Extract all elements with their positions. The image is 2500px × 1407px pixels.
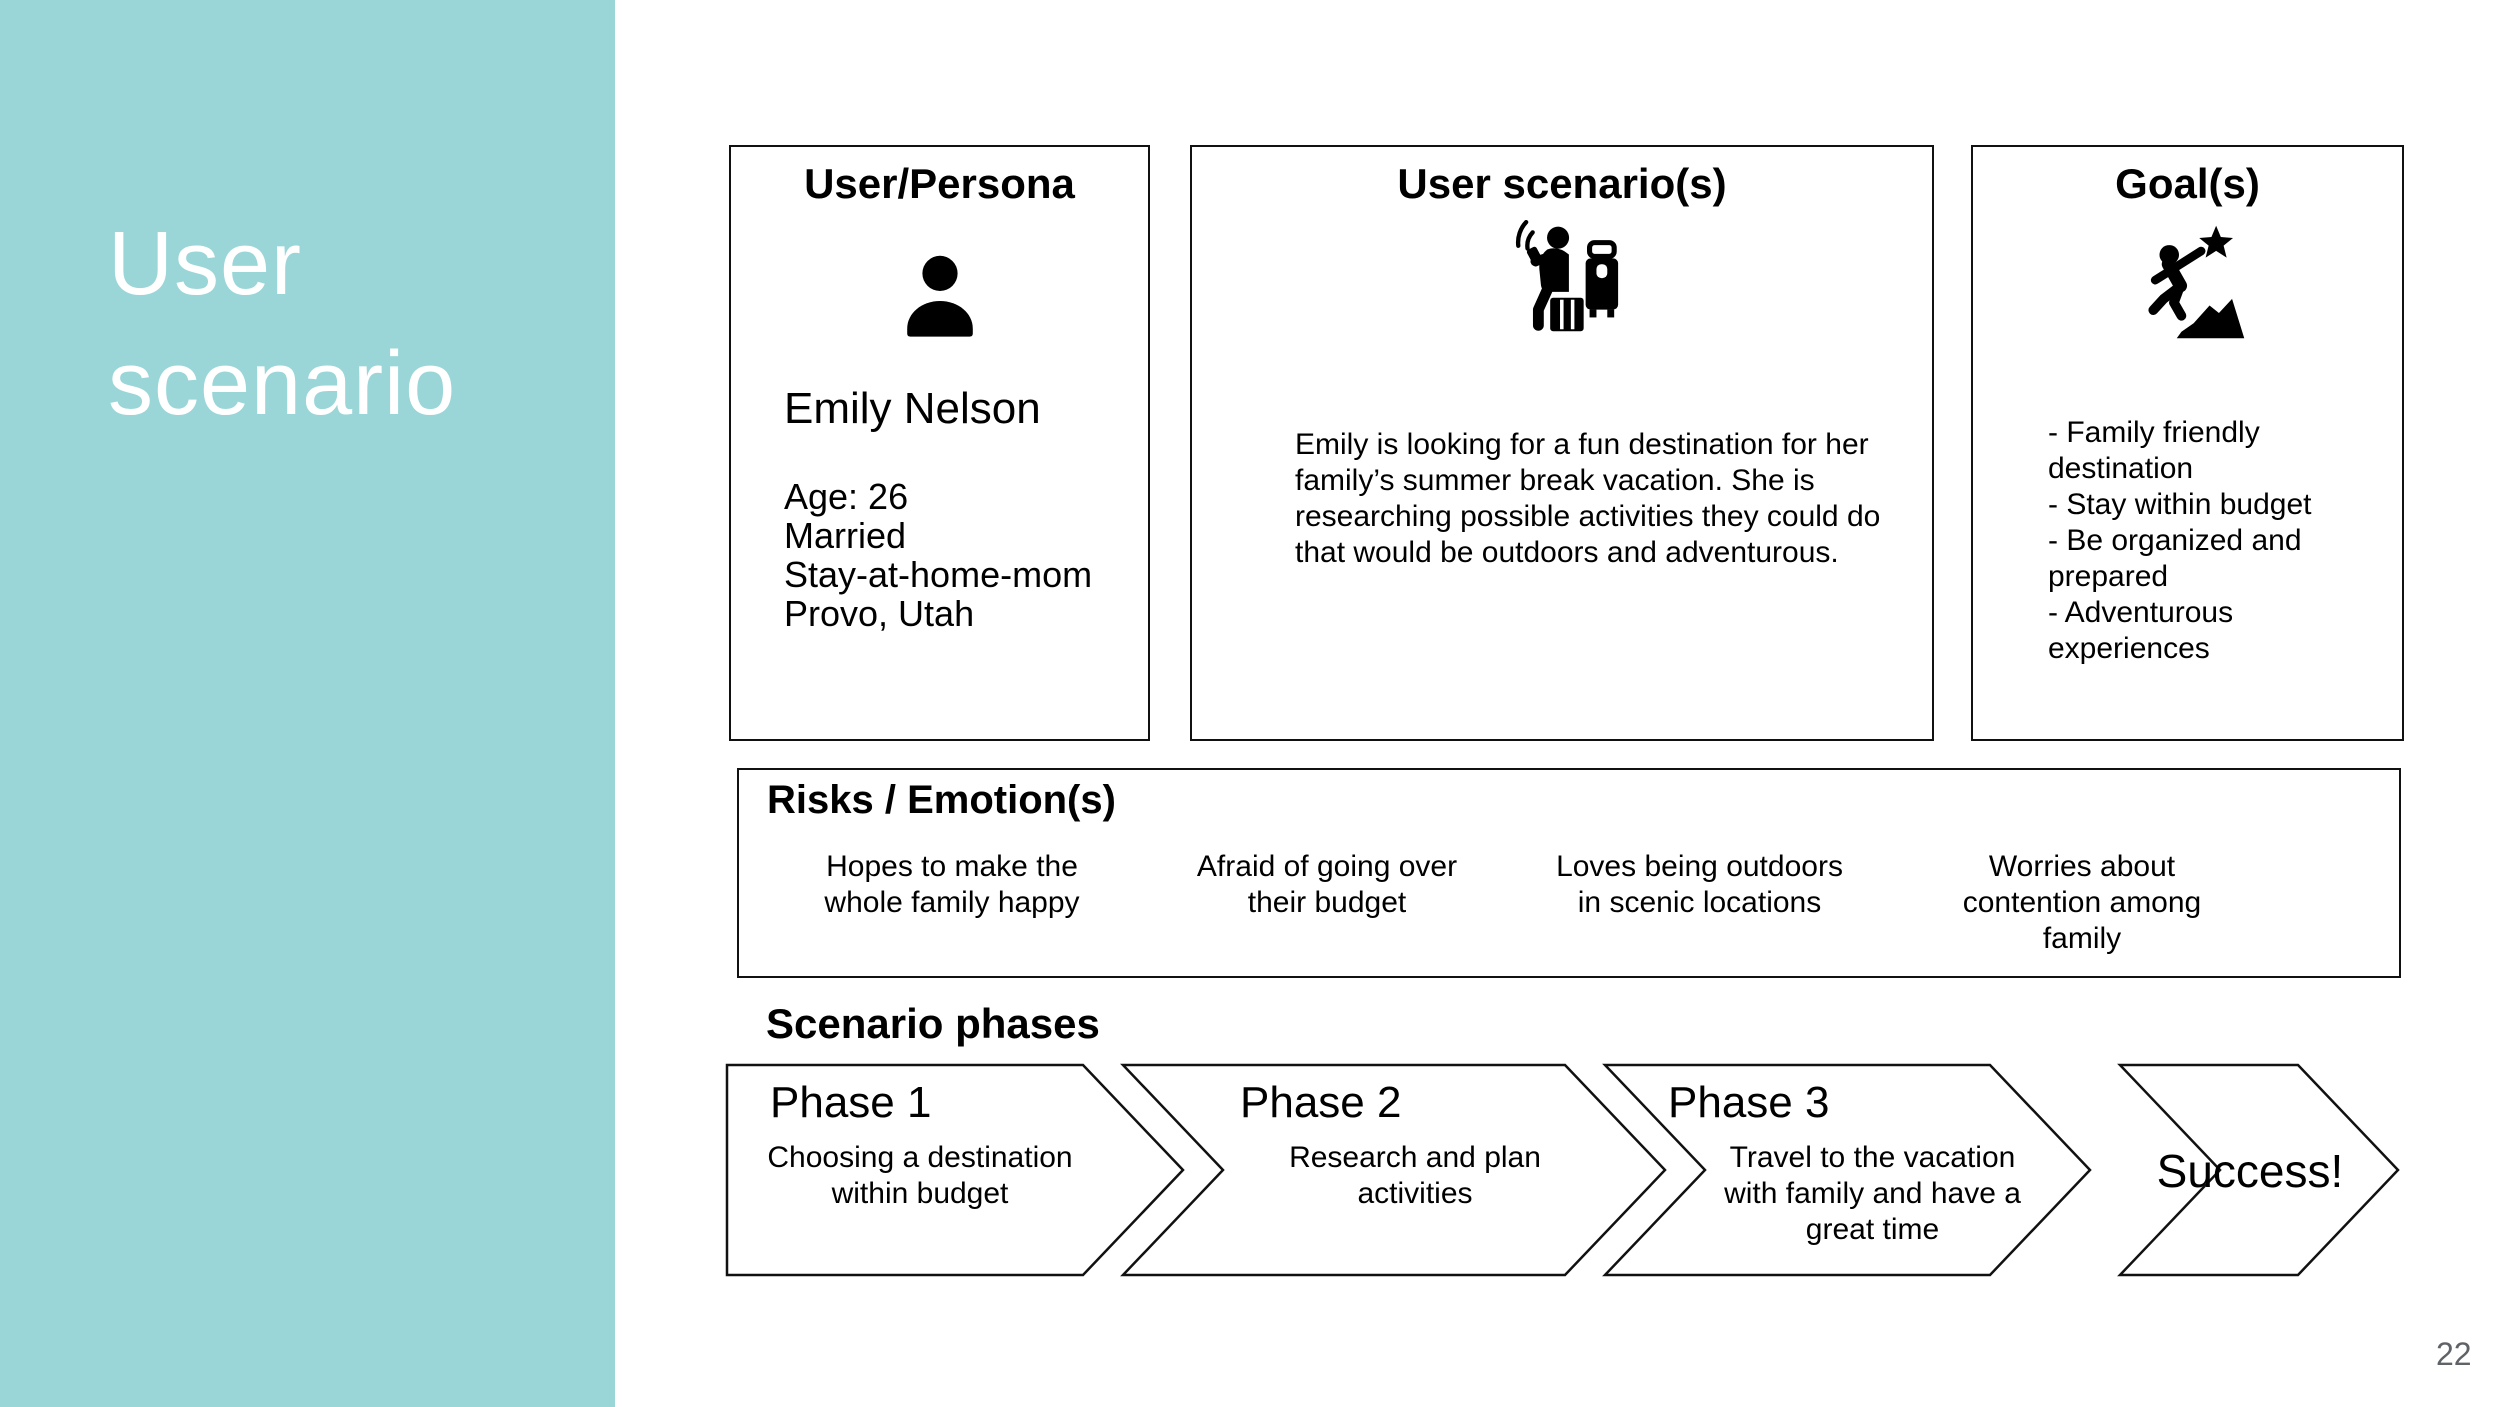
slide-title: User scenario xyxy=(108,214,457,434)
person-icon xyxy=(731,247,1148,343)
risks-box-title: Risks / Emotion(s) xyxy=(767,778,1116,822)
traveler-phone-icon xyxy=(1192,219,1932,345)
success-label: Success! xyxy=(2156,1145,2344,1197)
risk-item: Loves being outdoors in scenic locations xyxy=(1556,850,1843,919)
goals-box-title: Goal(s) xyxy=(2115,160,2260,207)
page-number: 22 xyxy=(2436,1336,2472,1372)
scenario-box-title: User scenario(s) xyxy=(1397,160,1727,207)
persona-detail-line: Provo, Utah xyxy=(784,593,975,634)
phase-1-chevron xyxy=(725,1063,1185,1277)
phase-1-title: Phase 1 xyxy=(770,1078,932,1127)
goal-item: - Stay within budget xyxy=(2048,488,2312,521)
goals-box: Goal(s) xyxy=(1971,145,2404,741)
persona-details: Age: 26 Married Stay-at-home-mom Provo, … xyxy=(784,477,1124,633)
persona-box: User/Persona Emily Nelson Age: 26 Marrie… xyxy=(729,145,1150,741)
persona-detail-line: Age: 26 xyxy=(784,476,909,517)
persona-detail-line: Married xyxy=(784,515,907,556)
goal-item: - Adventurous experiences xyxy=(2048,596,2234,665)
persona-detail-line: Stay-at-home-mom xyxy=(784,554,1093,595)
persona-box-title: User/Persona xyxy=(804,160,1075,207)
phase-3-description: Travel to the vacation with family and h… xyxy=(1724,1141,2021,1246)
phase-2-title: Phase 2 xyxy=(1240,1078,1402,1127)
climber-star-icon xyxy=(1973,222,2402,342)
goal-item: - Family friendly destination xyxy=(2048,416,2260,485)
risk-item: Worries about contention among family xyxy=(1962,850,2202,955)
phase-2-chevron xyxy=(1120,1063,1667,1277)
phases-heading: Scenario phases xyxy=(766,1000,1100,1047)
phase-3-title: Phase 3 xyxy=(1668,1078,1830,1127)
persona-name: Emily Nelson xyxy=(784,384,1041,433)
goals-list: - Family friendly destination - Stay wit… xyxy=(2048,415,2360,667)
phase-3-chevron xyxy=(1602,1063,2092,1277)
phase-2-description: Research and plan activities xyxy=(1289,1141,1541,1210)
success-chevron xyxy=(2117,1063,2400,1277)
risk-item: Afraid of going over their budget xyxy=(1196,850,1458,919)
risks-box: Risks / Emotion(s) Hopes to make the who… xyxy=(737,768,2401,978)
goal-item: - Be organized and prepared xyxy=(2048,524,2302,593)
phases-chevrons xyxy=(725,1063,2400,1277)
phase-1-description: Choosing a destination within budget xyxy=(767,1141,1073,1210)
scenario-box: User scenario(s) xyxy=(1190,145,1934,741)
scenario-description: Emily is looking for a fun destination f… xyxy=(1295,428,1881,569)
side-accent-panel xyxy=(0,0,615,1407)
risk-item: Hopes to make the whole family happy xyxy=(824,850,1080,919)
